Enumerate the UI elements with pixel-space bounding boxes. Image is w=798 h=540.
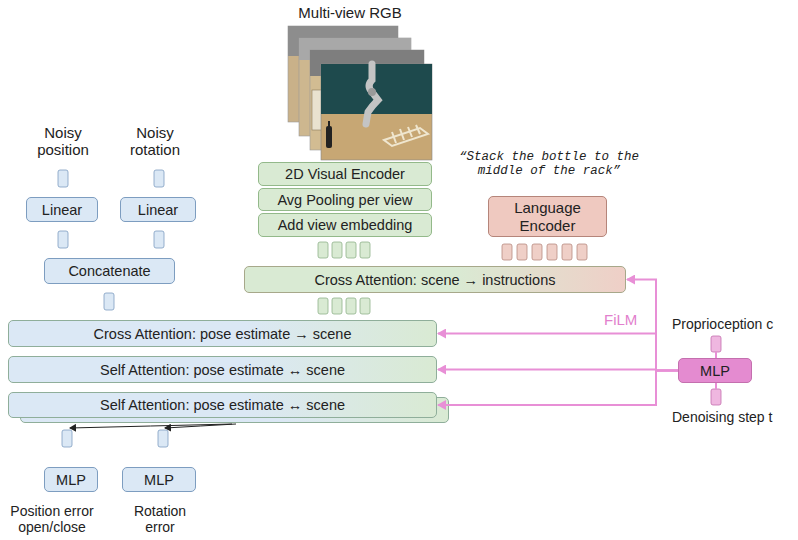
output-label: Rotation error xyxy=(122,503,198,535)
box-text: MLP xyxy=(144,472,174,488)
box-text: Cross Attention: pose estimate → scene xyxy=(94,326,352,342)
input-label: Proprioception c xyxy=(672,316,796,332)
film-connector xyxy=(438,334,678,371)
cross-attention-box: Cross Attention: pose estimate → scene xyxy=(8,320,437,347)
box-text: Language Encoder xyxy=(489,199,606,234)
box-text: Avg Pooling per view xyxy=(277,192,412,208)
film-label: FiLM xyxy=(604,311,654,328)
cross-attention-box: Cross Attention: scene → instructions xyxy=(244,266,626,293)
box-text: 2D Visual Encoder xyxy=(285,166,405,182)
box-text: Linear xyxy=(42,202,82,218)
embedding-box: Add view embedding xyxy=(258,213,432,237)
box-text: Cross Attention: scene → instructions xyxy=(315,272,556,288)
input-label: Noisy position xyxy=(24,124,102,159)
box-text: Linear xyxy=(138,202,178,218)
self-attention-box: Self Attention: pose estimate ↔ scene xyxy=(8,356,437,383)
film-connector xyxy=(438,370,678,371)
box-text: Self Attention: pose estimate ↔ scene xyxy=(100,397,345,413)
encoder-box: 2D Visual Encoder xyxy=(258,162,432,186)
box-text: Concatenate xyxy=(68,263,150,279)
box-text: MLP xyxy=(56,472,86,488)
instruction-text: “Stack the bottle to the middle of the r… xyxy=(446,150,652,179)
box-text: Add view embedding xyxy=(278,217,413,233)
output-arrows xyxy=(70,424,236,428)
pooling-box: Avg Pooling per view xyxy=(258,188,432,211)
concatenate-box: Concatenate xyxy=(44,258,175,284)
output-label: Position error open/close xyxy=(0,503,104,535)
box-text: MLP xyxy=(700,363,730,379)
mlp-box: MLP xyxy=(44,467,98,492)
linear-box: Linear xyxy=(120,197,196,222)
film-connector xyxy=(438,371,678,406)
mlp-box: MLP xyxy=(678,358,752,383)
camera-views xyxy=(288,26,432,160)
mlp-box: MLP xyxy=(122,467,196,492)
figure-title: Multi-view RGB xyxy=(270,4,430,21)
box-text: Self Attention: pose estimate ↔ scene xyxy=(100,362,345,378)
input-label: Denoising step t xyxy=(672,409,796,425)
language-encoder-box: Language Encoder xyxy=(488,196,607,237)
linear-box: Linear xyxy=(26,197,98,222)
input-label: Noisy rotation xyxy=(116,124,194,159)
self-attention-box: Self Attention: pose estimate ↔ scene xyxy=(8,392,437,418)
